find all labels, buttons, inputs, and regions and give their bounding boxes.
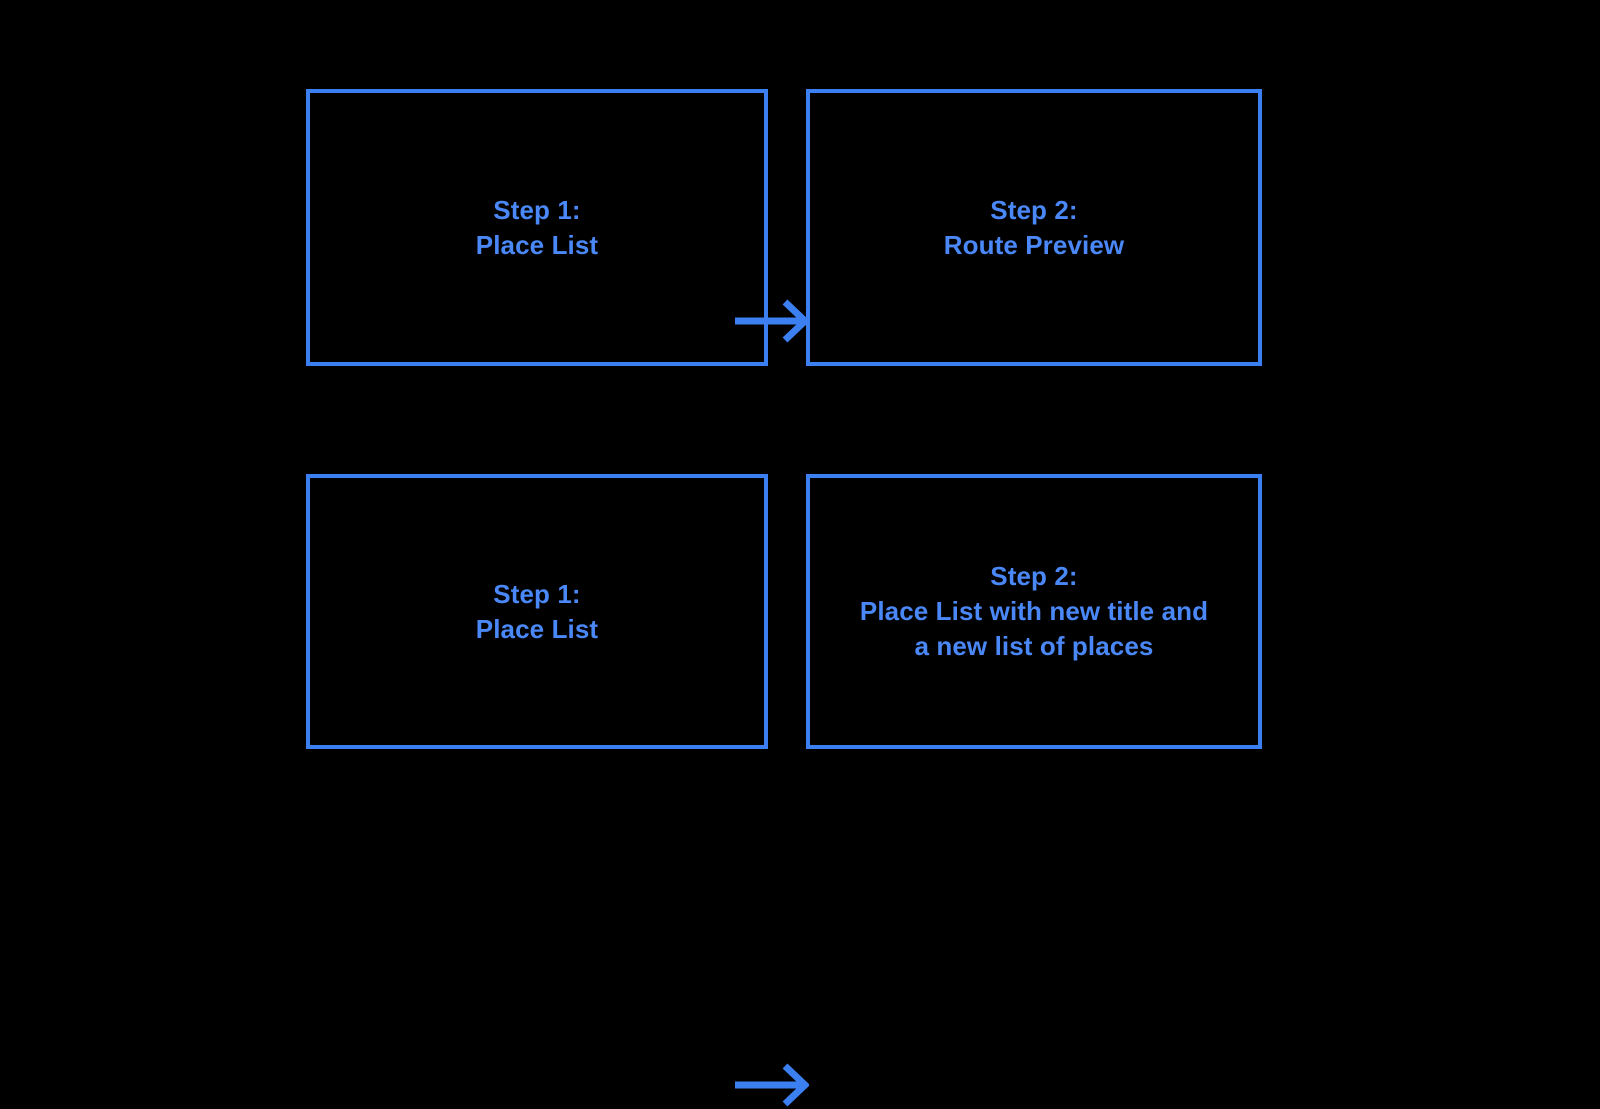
arrow-right-glyph [735,299,809,343]
step-box-place-list-top[interactable]: Step 1: Place List [306,89,768,366]
step-box-place-list-updated[interactable]: Step 2: Place List with new title and a … [806,474,1262,749]
flow-row-route-preview: Step 1: Place List Step 2: Route Preview [0,89,1600,366]
step-box-label: Step 2: Place List with new title and a … [859,561,1209,661]
flow-row-new-place-list: Step 1: Place List Step 2: Place List wi… [0,474,1600,1107]
step-box-route-preview[interactable]: Step 2: Route Preview [806,89,1262,366]
step-box-place-list-bottom[interactable]: Step 1: Place List [306,474,768,749]
arrow-right-icon [733,1061,809,1109]
arrow-right-glyph [735,1063,809,1107]
arrow-right-icon [733,297,809,345]
step-box-label: Step 1: Place List [475,578,599,644]
step-box-label: Step 2: Route Preview [943,194,1125,260]
diagram-canvas: Step 1: Place List Step 2: Route Preview… [0,89,1600,1107]
step-box-label: Step 1: Place List [475,194,599,260]
